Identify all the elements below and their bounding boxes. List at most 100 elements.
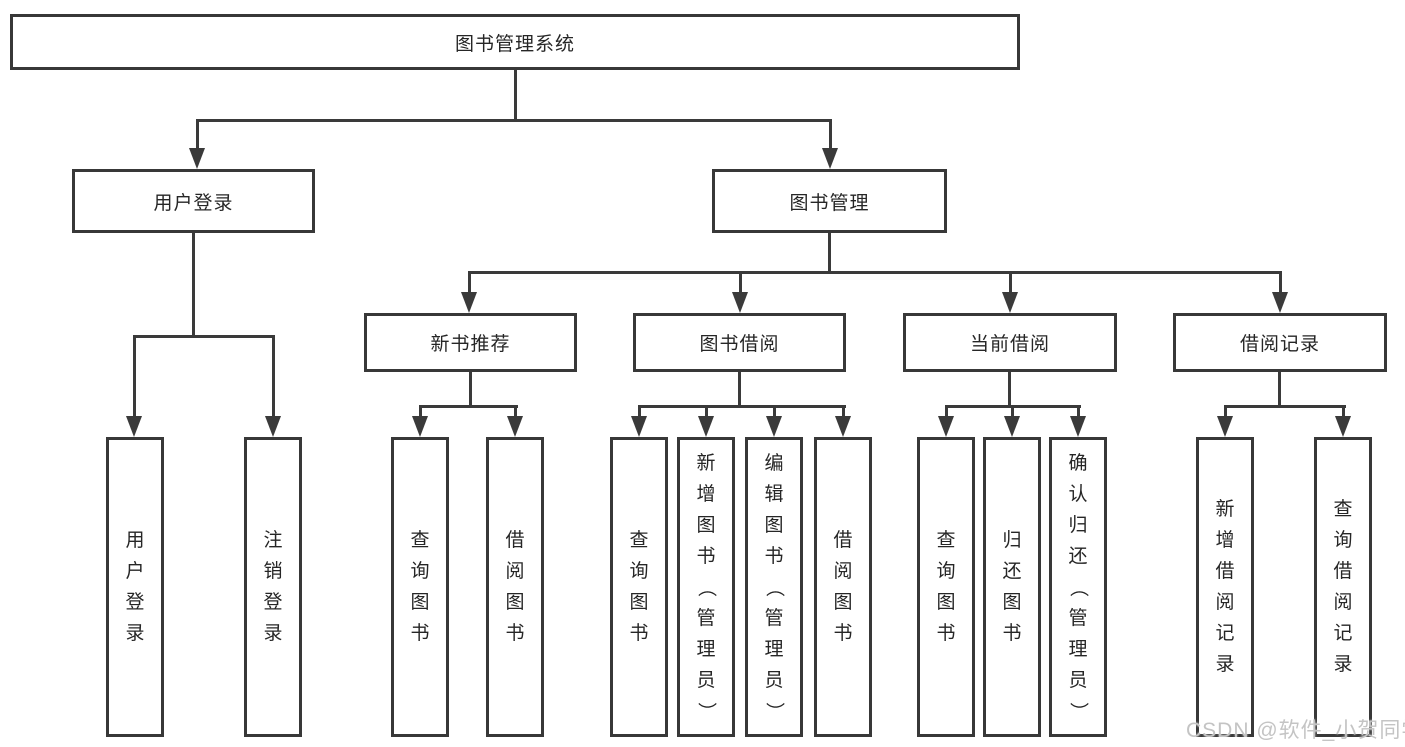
node-current-borrowing: 当前借阅 xyxy=(903,313,1117,372)
vertical-char: 书 xyxy=(936,623,956,644)
vertical-char: 书 xyxy=(696,545,716,567)
vertical-char: ） xyxy=(763,701,785,721)
node-new-book-recommendation: 新书推荐 xyxy=(364,313,577,372)
vertical-char: 借 xyxy=(833,530,853,551)
vertical-char: 记 xyxy=(1333,623,1353,644)
vertical-char: 管 xyxy=(696,607,716,629)
node-library-management-system: 图书管理系统 xyxy=(10,14,1020,70)
node-label: 图书管理系统 xyxy=(454,33,575,55)
connector-line xyxy=(828,233,831,273)
node-label: 借阅记录 xyxy=(1239,334,1320,355)
vertical-char: 户 xyxy=(125,561,145,582)
vertical-char: 登 xyxy=(125,592,145,613)
vertical-char: 图 xyxy=(696,514,716,536)
vertical-char: 图 xyxy=(833,592,853,613)
node-label: 图书借阅 xyxy=(699,334,780,355)
vertical-char: 管 xyxy=(1068,607,1088,629)
vertical-char: 记 xyxy=(1215,623,1235,644)
arrow-down-icon xyxy=(1217,416,1233,437)
connector-line xyxy=(272,335,275,418)
connector-line xyxy=(638,405,846,408)
connector-line xyxy=(829,119,832,151)
node-book-management: 图书管理 xyxy=(712,169,947,233)
arrow-down-icon xyxy=(1070,416,1086,437)
vertical-char: 登 xyxy=(263,592,283,613)
vertical-char: 录 xyxy=(263,623,283,644)
vertical-char: 图 xyxy=(936,592,956,613)
vertical-char: 借 xyxy=(1333,561,1353,582)
vertical-char: 书 xyxy=(764,545,784,567)
vertical-char: 理 xyxy=(764,638,784,660)
vertical-char: （ xyxy=(695,577,717,597)
arrow-down-icon xyxy=(1335,416,1351,437)
vertical-char: 理 xyxy=(1068,638,1088,660)
vertical-char: 图 xyxy=(629,592,649,613)
arrow-down-icon xyxy=(1002,292,1018,313)
vertical-char: 图 xyxy=(1002,592,1022,613)
arrow-down-icon xyxy=(265,416,281,437)
connector-line xyxy=(514,405,517,419)
vertical-char: 录 xyxy=(125,623,145,644)
connector-line xyxy=(1077,405,1080,419)
csdn-watermark: CSDN @软件_小贺同学 xyxy=(1186,719,1405,742)
leaf-query-books-current: 查询图书 xyxy=(917,437,975,737)
connector-line xyxy=(842,405,845,419)
node-label: 新书推荐 xyxy=(430,334,511,355)
vertical-char: 员 xyxy=(764,669,784,691)
vertical-char: 录 xyxy=(1215,654,1235,675)
connector-line xyxy=(945,405,948,419)
leaf-add-borrow-record: 新增借阅记录 xyxy=(1196,437,1254,737)
vertical-char: 阅 xyxy=(1333,592,1353,613)
vertical-char: 销 xyxy=(263,561,283,582)
vertical-char: 阅 xyxy=(833,561,853,582)
vertical-char: 阅 xyxy=(505,561,525,582)
vertical-char: 还 xyxy=(1002,561,1022,582)
connector-line xyxy=(1224,405,1227,419)
arrow-down-icon xyxy=(938,416,954,437)
arrow-down-icon xyxy=(412,416,428,437)
vertical-char: 询 xyxy=(629,561,649,582)
connector-line xyxy=(468,271,1282,274)
vertical-char: 阅 xyxy=(1215,592,1235,613)
node-borrowing-records: 借阅记录 xyxy=(1173,313,1387,372)
arrow-down-icon xyxy=(766,416,782,437)
vertical-char: 归 xyxy=(1002,530,1022,551)
connector-line xyxy=(705,405,708,419)
connector-line xyxy=(196,119,199,151)
connector-line xyxy=(469,372,472,407)
vertical-char: 辑 xyxy=(764,483,784,505)
connector-line xyxy=(419,405,518,408)
vertical-char: 新 xyxy=(1215,499,1235,520)
vertical-char: 书 xyxy=(505,623,525,644)
arrow-down-icon xyxy=(698,416,714,437)
connector-line xyxy=(773,405,776,419)
vertical-char: 询 xyxy=(1333,530,1353,551)
vertical-char: （ xyxy=(1067,577,1089,597)
arrow-down-icon xyxy=(1004,416,1020,437)
vertical-char: （ xyxy=(763,577,785,597)
vertical-char: 图 xyxy=(505,592,525,613)
arrow-down-icon xyxy=(461,292,477,313)
vertical-char: 用 xyxy=(125,530,145,551)
connector-line xyxy=(133,335,136,418)
vertical-char: 查 xyxy=(629,530,649,551)
connector-line xyxy=(192,233,195,337)
vertical-char: 理 xyxy=(696,638,716,660)
connector-line xyxy=(1008,372,1011,407)
arrow-down-icon xyxy=(631,416,647,437)
vertical-char: 查 xyxy=(410,530,430,551)
connector-line xyxy=(1342,405,1345,419)
vertical-char: 图 xyxy=(764,514,784,536)
vertical-char: 借 xyxy=(505,530,525,551)
vertical-char: 增 xyxy=(696,483,716,505)
leaf-logout: 注销登录 xyxy=(244,437,302,737)
vertical-char: 管 xyxy=(764,607,784,629)
vertical-char: 图 xyxy=(410,592,430,613)
vertical-char: 员 xyxy=(696,669,716,691)
leaf-borrow-books-recommend: 借阅图书 xyxy=(486,437,544,737)
connector-line xyxy=(1278,372,1281,407)
vertical-char: 查 xyxy=(1333,499,1353,520)
vertical-char: 录 xyxy=(1333,654,1353,675)
node-label: 图书管理 xyxy=(789,192,870,214)
